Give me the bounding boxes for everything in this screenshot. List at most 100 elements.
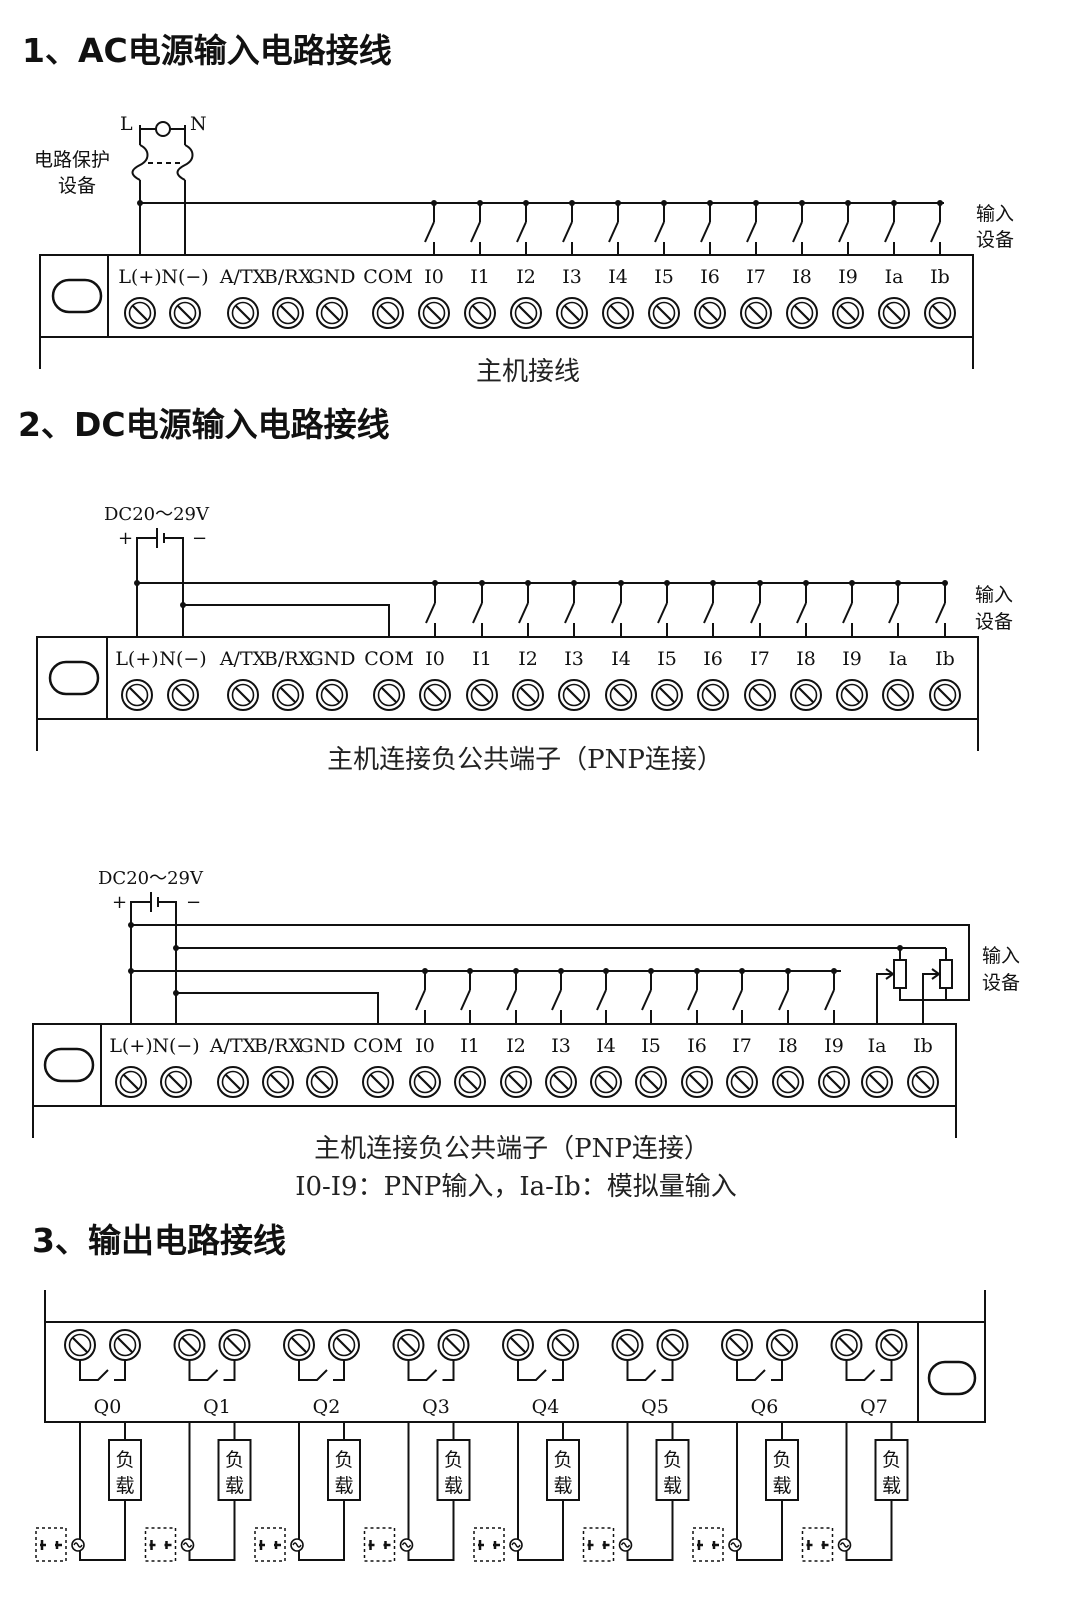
ac-source-wires — [139, 125, 186, 145]
dc1-caption: 主机连接负公共端子（PNP连接） — [327, 745, 723, 775]
terminal-screw-slot — [553, 1074, 569, 1090]
relay-contact — [79, 1360, 126, 1381]
terminal-screw-slot — [566, 687, 582, 703]
mounting-rail — [32, 1106, 957, 1138]
dc2-minus: − — [186, 892, 201, 913]
load-label: 载 — [553, 1475, 572, 1497]
terminal-label: I2 — [506, 1035, 526, 1057]
terminal-screw-slot — [564, 305, 580, 321]
mounting-hole — [927, 1360, 977, 1396]
terminal-label: I3 — [564, 648, 584, 670]
terminal-screw-slot — [520, 687, 536, 703]
output-label: Q7 — [860, 1396, 888, 1418]
dc-section-title: 2、DC电源输入电路接线 — [18, 405, 390, 444]
terminal-screw-slot — [886, 305, 902, 321]
terminal-screw-slot — [932, 305, 948, 321]
wiper-ia — [876, 968, 895, 1030]
terminal-screw-slot — [656, 305, 672, 321]
terminal-label: I2 — [516, 266, 536, 288]
terminal-screw-slot — [132, 305, 148, 321]
terminal-screw-slot — [181, 1337, 198, 1353]
terminal-screw-slot — [937, 687, 953, 703]
load-label: 载 — [772, 1475, 791, 1497]
terminal-screw-slot — [417, 1074, 433, 1090]
terminal-screw-slot — [270, 1074, 286, 1090]
input-device-label-2: 设备 — [975, 611, 1013, 633]
load-label: 负 — [225, 1449, 244, 1471]
terminal-label: Ia — [885, 266, 904, 288]
terminal-label: I1 — [470, 266, 490, 288]
breaker-l — [131, 144, 149, 181]
dc-source-icon — [697, 1540, 719, 1550]
dc1-minus: − — [192, 528, 207, 549]
ac-wave-icon — [73, 1542, 83, 1548]
terminal-screw-slot — [883, 1337, 900, 1353]
potentiometer-ib — [939, 959, 953, 989]
dc2-caption-2: I0-I9：PNP输入，Ia-Ib：模拟量输入 — [295, 1172, 737, 1202]
terminal-screw-slot — [226, 1337, 243, 1353]
terminal-screw-slot — [752, 687, 768, 703]
dc-source-icon — [587, 1540, 610, 1550]
junction-dot — [137, 200, 143, 206]
load-box — [546, 1439, 580, 1501]
load-label: 负 — [334, 1449, 353, 1471]
power-option-box — [801, 1527, 834, 1562]
power-option-box — [254, 1527, 286, 1562]
terminal-label: A/TX — [209, 1035, 257, 1057]
load-label: 负 — [115, 1449, 134, 1471]
potentiometer-ia — [893, 959, 907, 989]
mounting-rail — [44, 1290, 986, 1322]
terminal-screw-slot — [643, 1074, 659, 1090]
mounting-rail — [36, 719, 979, 751]
relay-contact — [845, 1360, 893, 1381]
terminal-label: I8 — [792, 266, 812, 288]
ac-caption: 主机接线 — [476, 357, 580, 387]
terminal-screw-slot — [445, 1337, 462, 1353]
dc2-caption: 主机连接负公共端子（PNP连接） — [314, 1134, 710, 1164]
terminal-screw-slot — [613, 687, 629, 703]
dc1-feed-wires — [136, 582, 947, 644]
terminal-label: I1 — [460, 1035, 480, 1057]
load-box — [874, 1439, 909, 1501]
terminal-label: Ib — [935, 648, 955, 670]
terminal-label: I9 — [838, 266, 858, 288]
terminal-screw-slot — [774, 1337, 790, 1353]
input-device-label-1: 输入 — [976, 203, 1014, 225]
terminal-label: I6 — [687, 1035, 707, 1057]
terminal-screw-slot — [291, 1337, 307, 1353]
relay-contact — [407, 1360, 455, 1381]
terminal-screw-slot — [869, 1074, 885, 1090]
dc-source-icon — [40, 1540, 62, 1550]
ac-wave-icon — [401, 1542, 412, 1548]
ac-section-title: 1、AC电源输入电路接线 — [22, 31, 392, 70]
protect-label-2: 设备 — [58, 175, 96, 197]
load-label: 载 — [225, 1475, 244, 1497]
terminal-screw-slot — [426, 305, 442, 321]
terminal-screw-slot — [555, 1337, 571, 1353]
power-option-box — [582, 1527, 615, 1562]
terminal-screw-slot — [72, 1337, 88, 1353]
terminal-label: I8 — [796, 648, 816, 670]
terminal-label: B/RX — [254, 1035, 303, 1057]
line-n-label: N — [190, 113, 207, 135]
load-label: 载 — [882, 1475, 901, 1497]
dc2-supply-label: DC20～29V — [98, 868, 204, 889]
terminal-screw-slot — [314, 1074, 330, 1090]
output-label: Q1 — [203, 1396, 231, 1418]
terminal-label: I9 — [824, 1035, 844, 1057]
mounting-hole — [48, 660, 100, 696]
terminal-screw-slot — [225, 1074, 241, 1090]
load-box — [108, 1439, 142, 1501]
terminal-label: N(−) — [159, 648, 206, 670]
load-label: 负 — [553, 1449, 572, 1471]
load-box — [436, 1439, 471, 1501]
terminal-screw-slot — [177, 305, 193, 321]
mounting-rail — [39, 337, 974, 369]
terminal-screw-slot — [748, 305, 764, 321]
relay-contact — [736, 1360, 783, 1381]
